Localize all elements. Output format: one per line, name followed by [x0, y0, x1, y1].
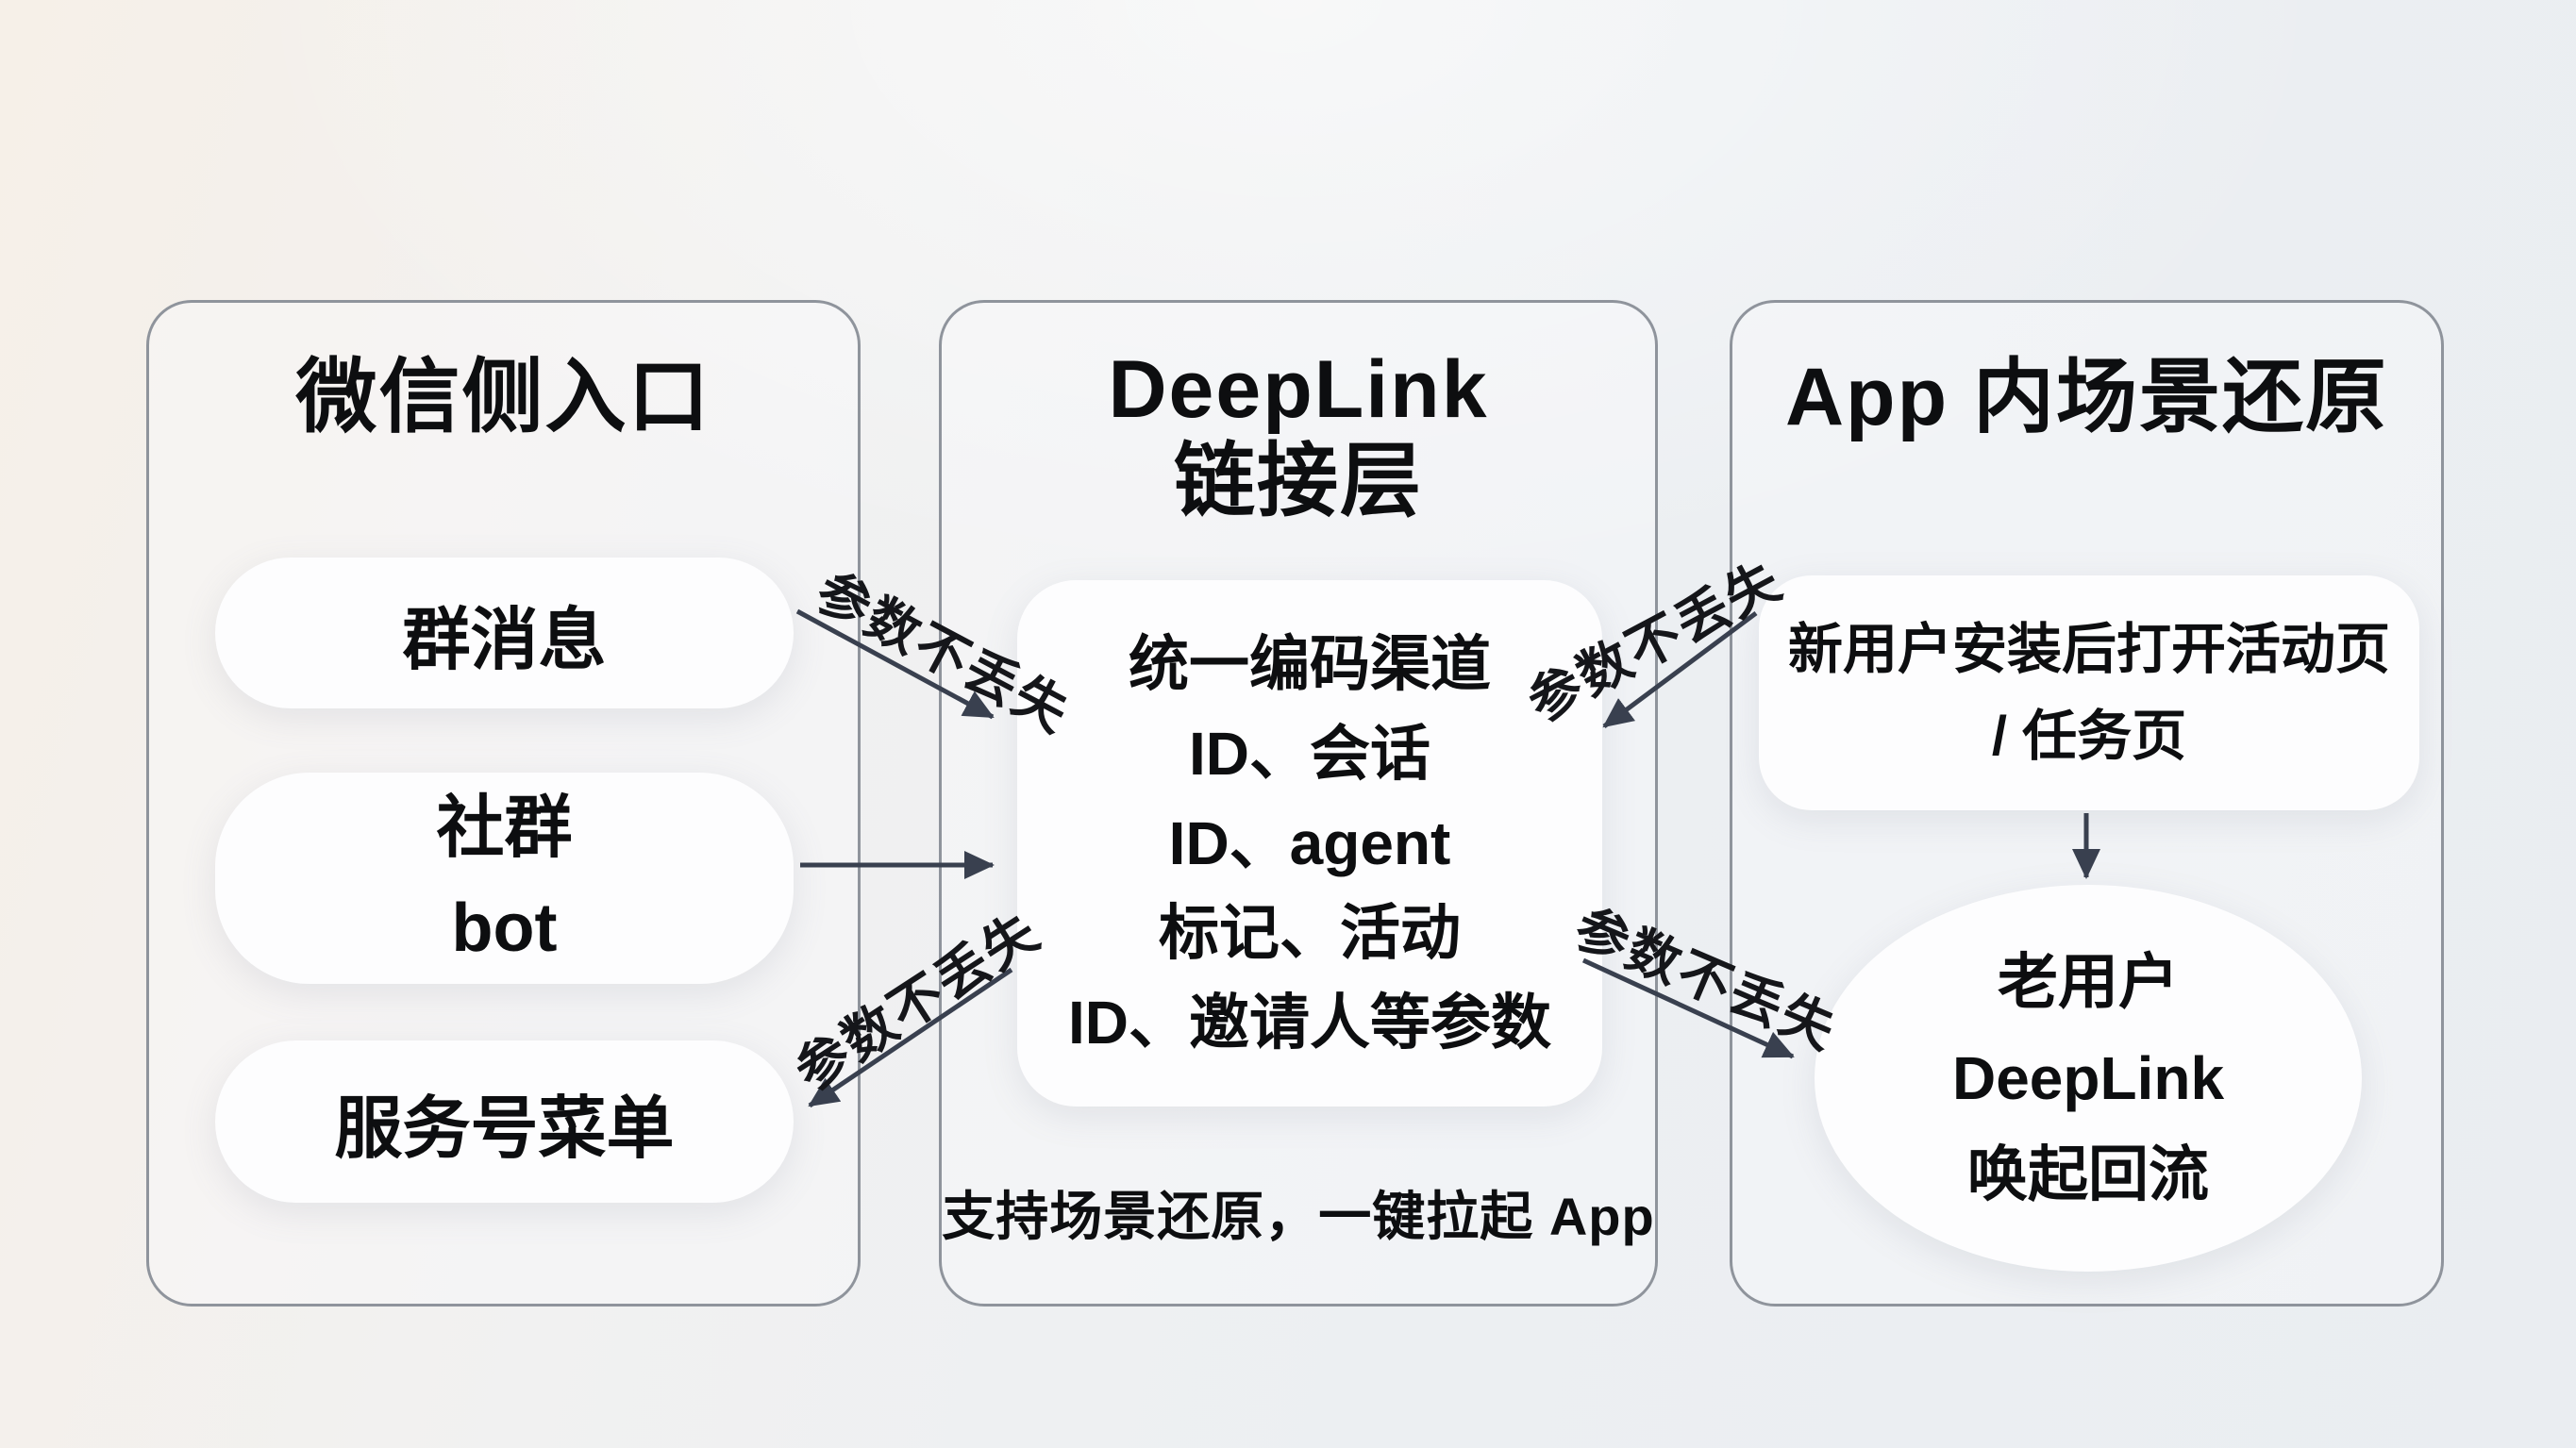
panel-title-deeplink-line2: 链接层 — [1174, 436, 1423, 526]
node-community-bot-line2: bot — [451, 890, 558, 966]
panel-deeplink-layer: DeepLink 链接层 统一编码渠道 ID、会话 ID、agent 标记、活动… — [939, 300, 1658, 1307]
node-unified-params-line3: ID、agent — [1168, 808, 1451, 877]
node-unified-params: 统一编码渠道 ID、会话 ID、agent 标记、活动 ID、邀请人等参数 — [1017, 580, 1602, 1107]
node-old-user-line1: 老用户 — [1998, 948, 2179, 1016]
panel-wechat-entries: 微信侧入口 群消息 社群 bot 服务号菜单 — [146, 300, 861, 1307]
node-old-user-line2: DeepLink — [1951, 1044, 2225, 1112]
panel-title-deeplink: DeepLink 链接层 — [942, 344, 1655, 527]
panel-app-scene-restore: App 内场景还原 新用户安装后打开活动页 / 任务页 老用户 DeepLink… — [1730, 300, 2444, 1307]
node-new-user-landing-line1: 新用户安装后打开活动页 — [1787, 618, 2390, 680]
panel-title-wechat: 微信侧入口 — [295, 352, 711, 442]
node-old-user-deeplink: 老用户 DeepLink 唤起回流 — [1815, 885, 2362, 1272]
node-group-message: 群消息 — [215, 558, 794, 708]
node-service-account-menu: 服务号菜单 — [215, 1040, 794, 1203]
node-unified-params-line4: 标记、活动 — [1159, 898, 1461, 967]
deeplink-caption: 支持场景还原，一键拉起 App — [942, 1187, 1655, 1246]
node-service-account-menu-label: 服务号菜单 — [334, 1090, 675, 1167]
node-new-user-landing: 新用户安装后打开活动页 / 任务页 — [1759, 575, 2419, 810]
panel-title-deeplink-line1: DeepLink — [1108, 344, 1489, 435]
node-new-user-landing-line2: / 任务页 — [1991, 705, 2187, 767]
panel-title-app: App 内场景还原 — [1784, 352, 2389, 442]
node-unified-params-line2: ID、会话 — [1189, 719, 1430, 788]
node-community-bot-line1: 社群 — [436, 791, 573, 866]
node-community-bot: 社群 bot — [215, 773, 794, 984]
node-old-user-line3: 唤起回流 — [1967, 1140, 2209, 1208]
node-unified-params-line1: 统一编码渠道 — [1129, 629, 1491, 698]
node-unified-params-line5: ID、邀请人等参数 — [1068, 988, 1551, 1057]
node-group-message-label: 群消息 — [402, 602, 607, 678]
